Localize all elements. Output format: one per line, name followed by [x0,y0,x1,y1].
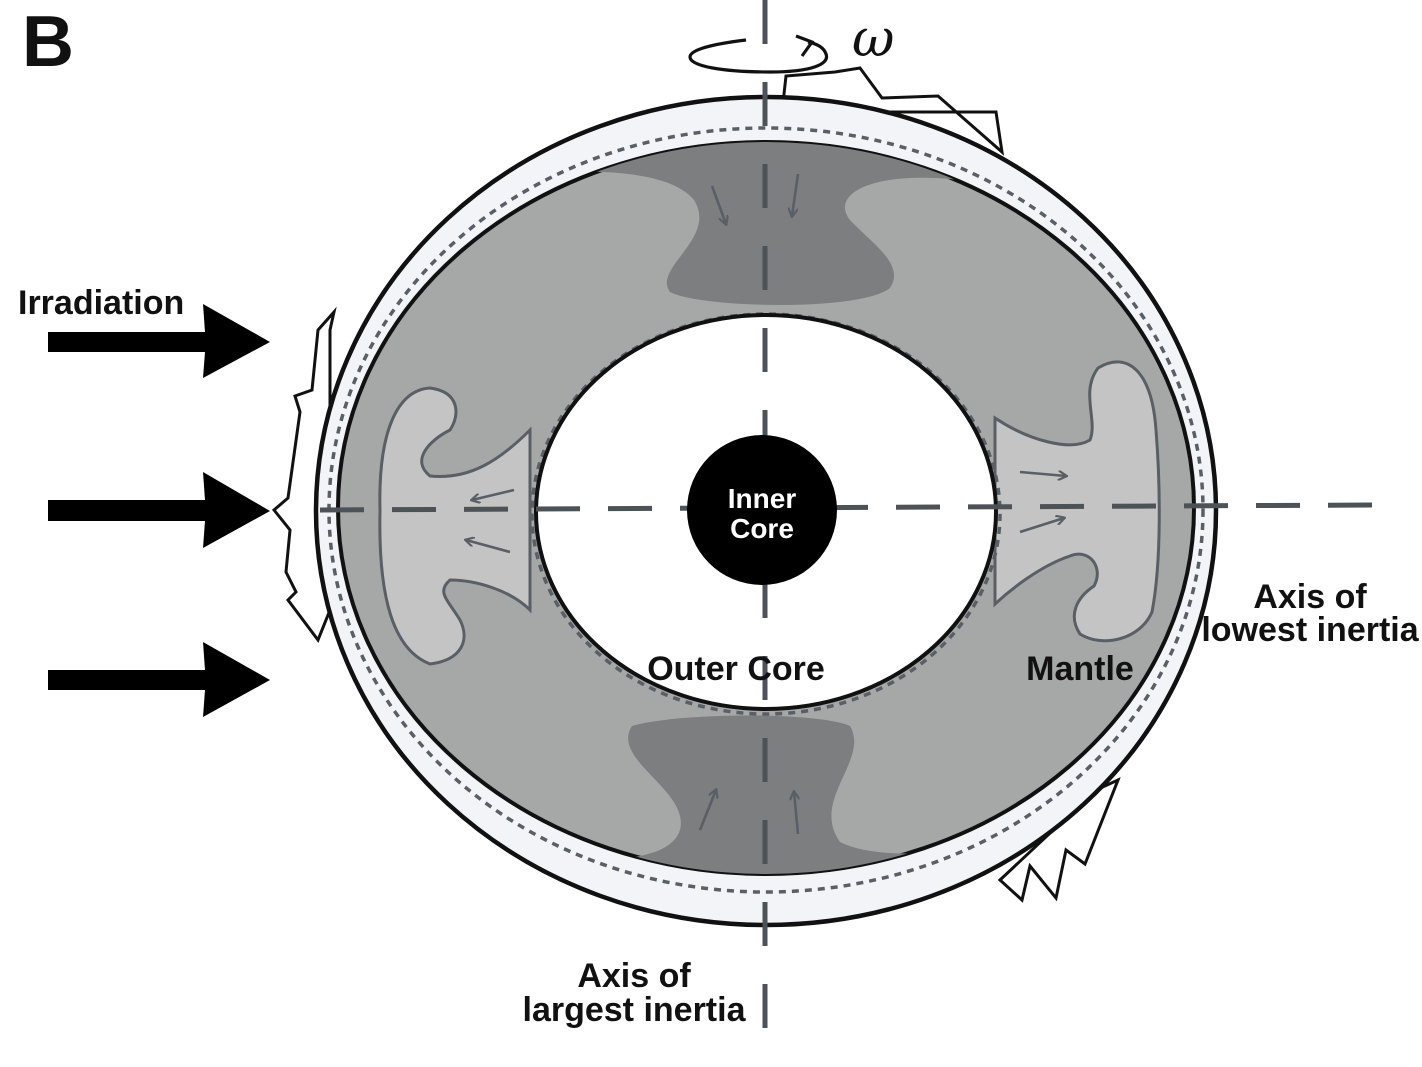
irradiation-arrow-icon [48,642,270,717]
axis-lowest-label-line2: lowest inertia [1201,611,1419,649]
irradiation-arrow-icon [48,472,270,548]
inner-core-label-line2: Core [730,513,794,544]
core-mantle-boundary-dashed [530,312,1002,716]
irradiation-label: Irradiation [18,284,184,322]
flow-arrow [466,540,511,554]
flow-arrow [1019,472,1066,476]
topography-top-right [780,66,1005,156]
axis-largest-label-line1: Axis of [577,957,691,995]
plume-bottom [520,715,1000,874]
flow-arrow [794,792,798,835]
plume-right [993,360,1161,643]
irradiation-arrow-icon [48,304,270,378]
flow-arrow [1019,518,1064,534]
irradiation-arrows [48,304,270,717]
flow-arrow [472,488,515,500]
rotation-symbol: ω [852,9,894,69]
inner-core-label-line1: Inner [728,483,797,514]
plume-left [378,386,532,666]
flow-arrow [698,790,716,831]
flow-arrow [710,185,726,224]
plume-top [500,142,960,305]
axis-lowest-label-line1: Axis of [1253,578,1367,616]
flow-arrows [466,173,1066,835]
flow-arrow [792,173,800,216]
panel-label: B [22,2,74,82]
inner-core [687,435,837,585]
mantle-label: Mantle [1026,650,1134,688]
outer-core-label: Outer Core [647,650,825,688]
axis-of-lowest-inertia [319,502,1373,513]
axis-largest-label-line2: largest inertia [523,991,747,1029]
rotation-arrow-icon [688,34,829,74]
